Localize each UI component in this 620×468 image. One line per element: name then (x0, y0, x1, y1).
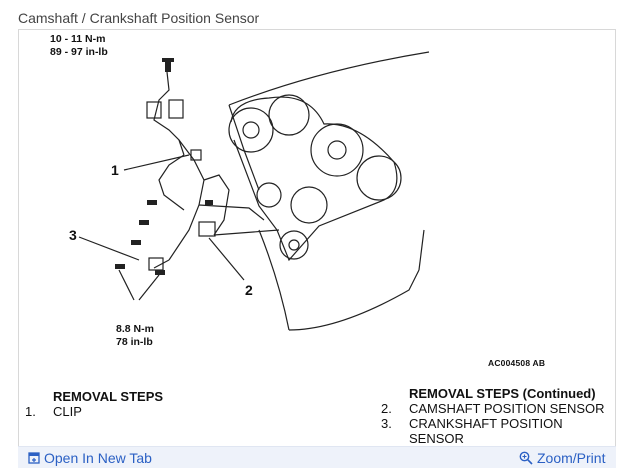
step-row: SENSOR (381, 431, 605, 446)
open-new-tab-icon (28, 452, 40, 464)
torque-bottom-nm: 8.8 N-m (116, 323, 154, 335)
step-row: 3. CRANKSHAFT POSITION (381, 416, 605, 431)
figure-code: AC004508 AB (488, 358, 546, 368)
diagram-frame: 10 - 11 N-m 89 - 97 in-lb 8.8 N-m 78 in-… (18, 29, 616, 468)
step-text: CRANKSHAFT POSITION (409, 416, 563, 431)
step-number: 3. (381, 416, 392, 431)
step-row: 1. CLIP (25, 404, 163, 419)
removal-steps-continued-heading: REMOVAL STEPS (Continued) (409, 386, 596, 401)
image-action-bar: Open In New Tab Zoom/Print (18, 446, 616, 468)
torque-bottom-inlb: 78 in-lb (116, 336, 153, 348)
removal-steps-left: REMOVAL STEPS 1. CLIP (25, 389, 163, 419)
callout-2: 2 (245, 282, 253, 298)
step-row: 2. CAMSHAFT POSITION SENSOR (381, 401, 605, 416)
callout-3: 3 (69, 227, 77, 243)
step-text: SENSOR (409, 431, 464, 446)
zoom-print-link[interactable]: Zoom/Print (519, 450, 605, 466)
step-text: CLIP (53, 404, 82, 419)
callout-1: 1 (111, 162, 119, 178)
image-caption: Camshaft / Crankshaft Position Sensor (18, 10, 260, 26)
engine-diagram (78, 51, 430, 331)
removal-steps-right: REMOVAL STEPS (Continued) 2. CAMSHAFT PO… (381, 386, 605, 446)
removal-steps-heading: REMOVAL STEPS (53, 389, 164, 404)
open-new-tab-label: Open In New Tab (44, 450, 152, 466)
step-number (381, 431, 409, 446)
open-new-tab-link[interactable]: Open In New Tab (28, 450, 152, 466)
step-number: 1. (25, 404, 36, 419)
step-number: 2. (381, 401, 392, 416)
torque-top-nm: 10 - 11 N-m (50, 33, 106, 45)
zoom-print-label: Zoom/Print (537, 450, 606, 466)
step-text: CAMSHAFT POSITION SENSOR (409, 401, 605, 416)
torque-top-inlb: 89 - 97 in-lb (50, 46, 108, 58)
zoom-icon (519, 451, 533, 465)
